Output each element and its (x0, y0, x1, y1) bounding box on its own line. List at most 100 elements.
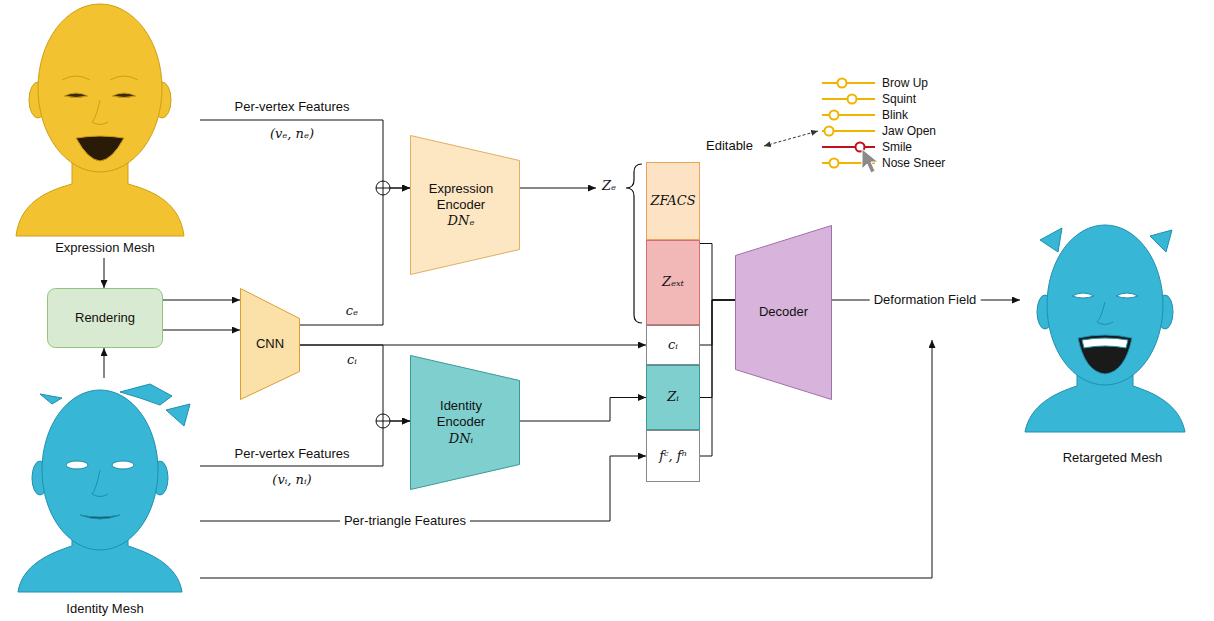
slider-label: Smile (882, 140, 912, 155)
cnn-block: CNN (240, 288, 300, 400)
identity-mesh-figure (18, 384, 190, 592)
node-content: cᵢ (646, 325, 700, 365)
mesh-figure: Retargeted Mesh (1020, 215, 1205, 470)
slider-label: Blink (882, 108, 908, 123)
retargeted-mesh-figure (1078, 335, 1132, 374)
slider-knobs (830, 159, 839, 168)
node-text: DNₑ (448, 213, 475, 229)
connector (300, 188, 410, 325)
latent-cell: cᵢ (646, 325, 700, 365)
sum-node (376, 181, 390, 195)
retargeted-mesh-figure (1040, 228, 1062, 252)
slider-knobs (848, 95, 857, 104)
identity-mesh-figure (40, 394, 62, 404)
node-text: Decoder (759, 304, 808, 320)
identity-mesh-figure (92, 470, 108, 497)
node-text: fᶜ, fⁿ (659, 448, 687, 464)
connector (300, 345, 410, 421)
node-text: Expression Encoder (418, 181, 504, 214)
node-content: Identity Mesh (10, 378, 200, 621)
slider-tracks (822, 146, 875, 148)
node-text: Zᵢ (667, 389, 679, 405)
connector (520, 398, 646, 422)
retargeted-mesh-figure (1097, 302, 1113, 325)
expression-mesh-figure (38, 4, 162, 172)
edge-label: cᵢ (347, 352, 357, 368)
node-content: Zᵢ (646, 365, 700, 430)
mesh-figure: Identity Mesh (10, 378, 200, 621)
identity-mesh-figure (66, 461, 88, 469)
node-content: ZFACS (646, 162, 700, 240)
latent-cell-shape (647, 326, 700, 365)
encoder-block-shape (411, 356, 520, 490)
expression-mesh-figure (76, 136, 124, 161)
curly-brace (626, 164, 642, 323)
identity-mesh-figure (112, 461, 134, 469)
connector (104, 258, 105, 288)
sum-node (376, 414, 390, 428)
editable-link (764, 131, 818, 146)
node-text: Identity Mesh (66, 601, 143, 617)
latent-cell-shape (647, 431, 700, 482)
identity-mesh-figure (80, 515, 120, 519)
expression-mesh-figure (110, 76, 138, 80)
annotation: Editable (706, 138, 753, 154)
node-text: Zₑ (602, 178, 616, 194)
retargeted-mesh-figure (1082, 338, 1128, 348)
node-text: Rendering (75, 310, 135, 326)
node-text: Zₑₓₜ (662, 274, 684, 290)
node-content: Expression EncoderDNₑ (410, 135, 520, 275)
slider-tracks (822, 82, 875, 84)
connector (700, 244, 735, 301)
slider-label: Jaw Open (882, 124, 936, 139)
latent-cell: ZFACS (646, 162, 700, 240)
identity-mesh-figure (166, 404, 190, 426)
slider-label: Brow Up (882, 76, 928, 91)
retargeted-mesh-figure (1150, 230, 1172, 252)
retargeted-mesh-figure (1047, 225, 1163, 385)
encoder-block-shape (411, 136, 520, 275)
node-content: Identity EncoderDNᵢ (410, 355, 520, 490)
process-box: Rendering (47, 288, 163, 348)
node-content: Rendering (47, 288, 163, 348)
slider-knobs (830, 111, 839, 120)
sum-node (376, 181, 390, 195)
process-box-shape (48, 289, 163, 348)
node-content: fᶜ, fⁿ (646, 430, 700, 482)
node-text: Expression Mesh (55, 240, 155, 256)
mouse-cursor (862, 149, 878, 173)
edge-label: Deformation Field (870, 292, 981, 308)
node-text: cᵢ (668, 337, 678, 353)
expression-mesh-figure (62, 76, 90, 80)
retargeted-mesh-figure (1025, 225, 1185, 432)
annotation: Per-vertex Features (235, 446, 350, 462)
node-content: Retargeted Mesh (1020, 215, 1205, 470)
slider-label: Nose Sneer (882, 156, 945, 171)
decoder-block: Decoder (735, 225, 832, 400)
slider-tracks (822, 83, 875, 163)
edge-label: cₑ (346, 303, 358, 319)
annotation: Per-vertex Features (235, 99, 350, 115)
connector (700, 300, 735, 456)
connector (200, 120, 410, 188)
identity-mesh-figure (120, 384, 172, 405)
node-text: Retargeted Mesh (1063, 450, 1163, 466)
sum-node (376, 181, 390, 428)
slider-knobs (825, 79, 865, 168)
latent-cell: fᶜ, fⁿ (646, 430, 700, 482)
connector (163, 300, 240, 301)
expression-mesh-figure (112, 93, 136, 98)
node-text: Identity Encoder (418, 398, 504, 431)
connector (700, 300, 735, 398)
expression-mesh-figure (16, 4, 184, 236)
node-text: CNN (256, 336, 284, 352)
connector (700, 300, 735, 345)
connector (200, 421, 410, 466)
latent-cell-shape (647, 163, 700, 240)
encoder-block: Expression EncoderDNₑ (410, 135, 520, 275)
